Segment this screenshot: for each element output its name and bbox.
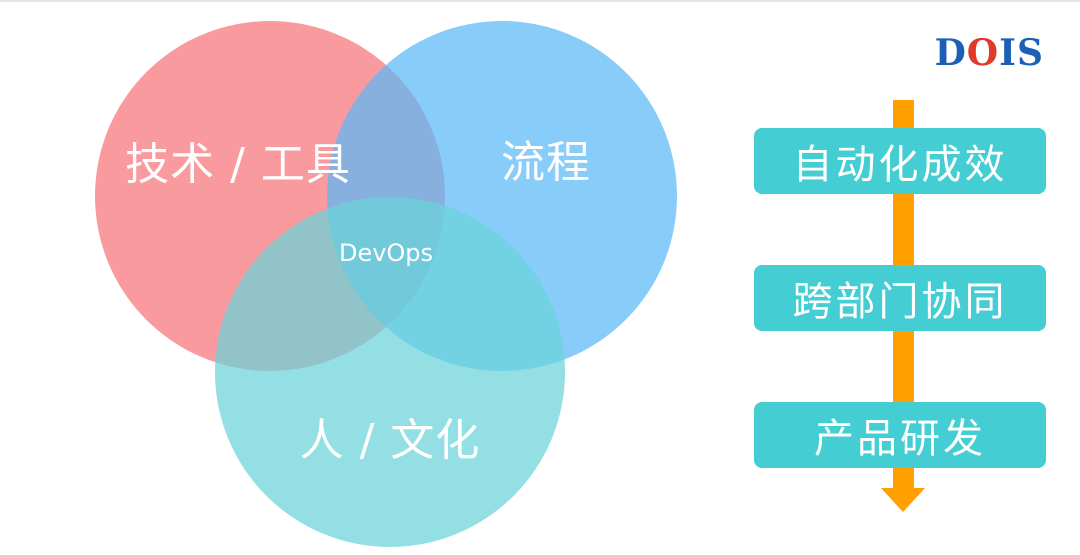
venn-diagram [95,21,677,547]
venn-circle-people-culture [215,197,565,547]
venn-center-label-devops: DevOps [338,239,434,267]
flow-stage-automation-results: 自动化成效 [754,128,1046,194]
venn-label-people-culture: 人 / 文化 [299,415,481,466]
dois-logo: DOIS [934,32,1044,74]
flow-stage-cross-department-collaboration: 跨部门协同 [754,265,1046,331]
venn-label-tech-tools: 技术 / 工具 [125,139,351,190]
venn-label-process: 流程 [501,137,591,188]
top-divider [0,0,1080,2]
flow-stage-product-development: 产品研发 [754,402,1046,468]
flow-arrow-head [881,488,925,512]
